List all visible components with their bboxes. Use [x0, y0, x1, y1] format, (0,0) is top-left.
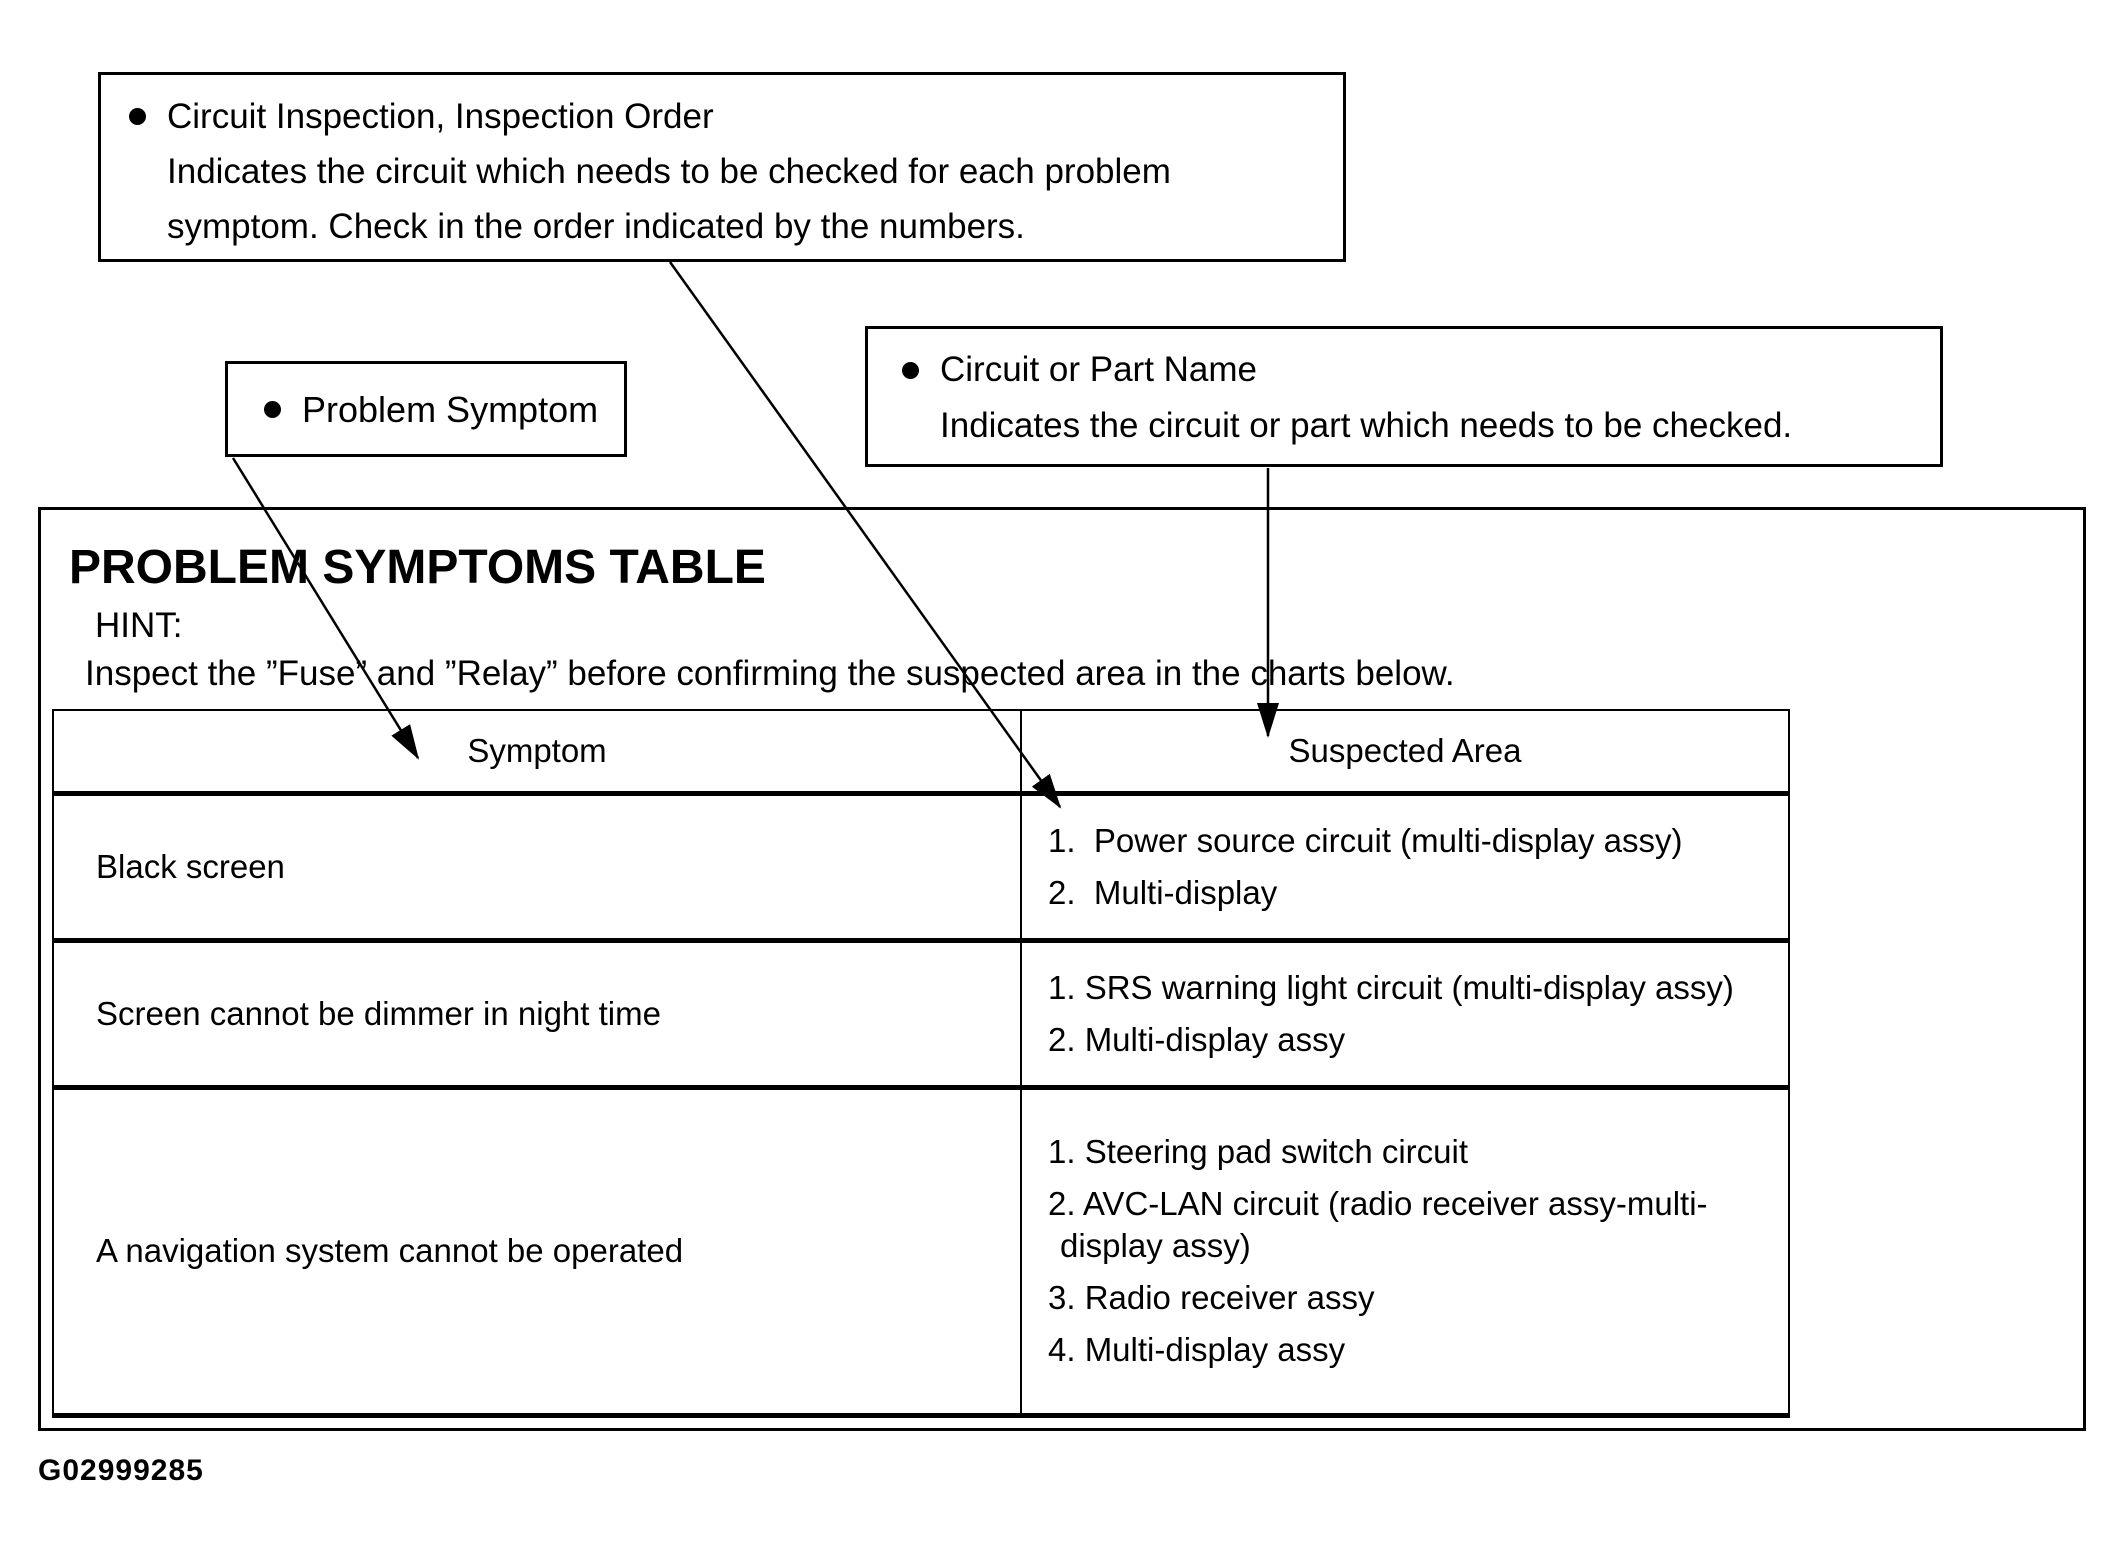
figure-id: G02999285: [38, 1454, 204, 1487]
callout-circuit-inspection-desc-line1: Indicates the circuit which needs to be …: [167, 152, 1171, 191]
table-row: Screen cannot be dimmer in night time 1. …: [52, 939, 1790, 1090]
column-header-symptom: Symptom: [52, 709, 1022, 796]
callout-problem-symptom-title: Problem Symptom: [302, 388, 599, 430]
bullet-icon: [129, 108, 146, 125]
suspected-area-item: 2. Multi-display: [1048, 873, 1278, 911]
callout-circuit-or-part-name-title-row: Circuit or Part Name: [902, 342, 1924, 398]
bullet-icon: [902, 361, 919, 379]
callout-circuit-or-part-name-desc: Indicates the circuit or part which need…: [940, 406, 1793, 445]
symptom-cell: A navigation system cannot be operated: [52, 1086, 1022, 1418]
callout-circuit-or-part-name: Circuit or Part Name Indicates the circu…: [865, 326, 1943, 467]
suspected-area-item: 3. Radio receiver assy: [1048, 1279, 1375, 1316]
symptom-cell: Screen cannot be dimmer in night time: [52, 939, 1022, 1090]
bullet-icon: [264, 400, 281, 418]
table-header-row: Symptom Suspected Area: [52, 709, 1790, 796]
suspected-area-item: 4. Multi-display assy: [1048, 1331, 1346, 1368]
callout-circuit-or-part-name-title: Circuit or Part Name: [940, 350, 1258, 389]
callout-circuit-inspection: Circuit Inspection, Inspection Order Ind…: [98, 72, 1346, 262]
suspected-area-item: 2. AVC-LAN circuit (radio receiver assy-…: [1048, 1185, 1708, 1264]
suspected-area-cell: 1. SRS warning light circuit (multi-disp…: [1020, 939, 1790, 1090]
suspected-area-cell: 1. Steering pad switch circuit 2. AVC-LAN…: [1020, 1086, 1790, 1418]
column-header-suspected-area: Suspected Area: [1020, 709, 1790, 796]
suspected-area-item: 1. SRS warning light circuit (multi-disp…: [1048, 968, 1734, 1006]
callout-circuit-inspection-title: Circuit Inspection, Inspection Order: [167, 97, 714, 136]
callout-problem-symptom: Problem Symptom: [225, 361, 627, 457]
section-title: PROBLEM SYMPTOMS TABLE: [69, 541, 766, 594]
callout-circuit-inspection-title-row: Circuit Inspection, Inspection Order: [129, 89, 1325, 144]
problem-symptoms-section: PROBLEM SYMPTOMS TABLE HINT: Inspect the…: [38, 507, 2086, 1431]
hint-text: Inspect the ”Fuse” and ”Relay” before co…: [85, 654, 1455, 693]
suspected-area-cell: 1. Power source circuit (multi-display a…: [1020, 792, 1790, 943]
table-row: Black screen 1. Power source circuit (mul…: [52, 792, 1790, 943]
hint-label: HINT:: [95, 606, 183, 645]
symptom-cell: Black screen: [52, 792, 1022, 943]
suspected-area-item: 1. Steering pad switch circuit: [1048, 1133, 1469, 1170]
callout-circuit-inspection-desc-line2: symptom. Check in the order indicated by…: [167, 207, 1025, 246]
suspected-area-item: 1. Power source circuit (multi-display a…: [1048, 821, 1683, 859]
suspected-area-item: 2. Multi-display assy: [1048, 1020, 1346, 1058]
symptoms-table: Symptom Suspected Area Black screen 1. Po…: [52, 709, 1790, 1418]
